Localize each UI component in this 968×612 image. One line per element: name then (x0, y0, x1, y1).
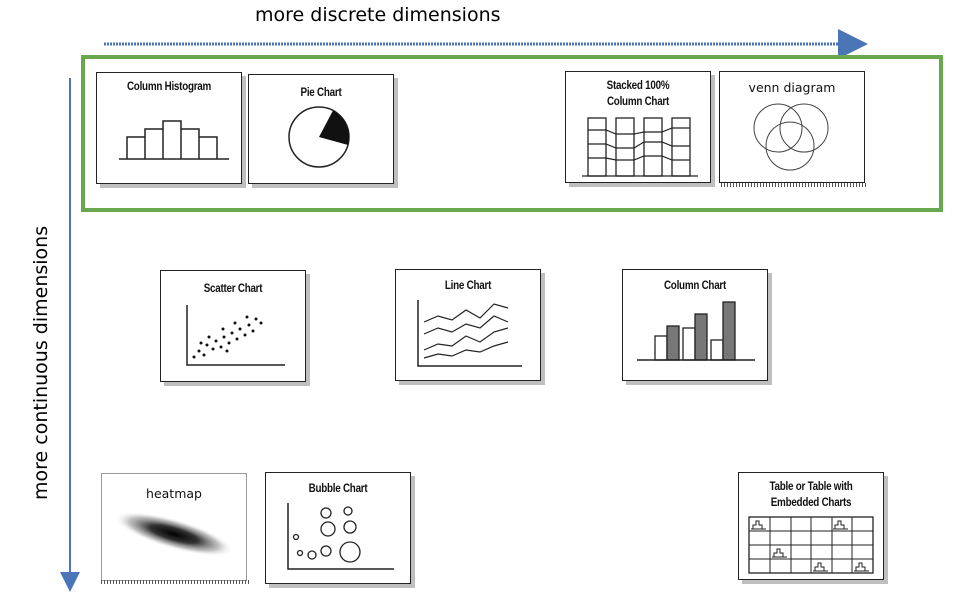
stacked-100-title-line1: Stacked 100% (606, 78, 670, 92)
scatter-chart-icon (186, 305, 285, 366)
discrete-highlight-box (81, 55, 943, 212)
column-chart-icon (637, 301, 755, 361)
stacked-100-title-line2: Column Chart (606, 94, 670, 108)
stacked-100-column-card: Stacked 100% Column Chart (565, 71, 711, 183)
venn-diagram-icon (753, 103, 829, 171)
bubble-chart-title: Bubble Chart (308, 481, 368, 495)
bubble-chart-card: Bubble Chart (265, 472, 411, 584)
heatmap-title: heatmap (146, 486, 202, 501)
bubble-chart-icon (287, 503, 394, 570)
column-histogram-icon (119, 120, 229, 160)
x-axis-label: more discrete dimensions (255, 4, 501, 26)
column-histogram-title: Column Histogram (126, 79, 212, 93)
heatmap-shadow (101, 580, 249, 584)
pie-chart-card: Pie Chart (248, 74, 394, 184)
column-chart-card: Column Chart (622, 269, 768, 381)
line-chart-title: Line Chart (444, 278, 492, 292)
table-embedded-charts-card: Table or Table with Embedded Charts (738, 472, 884, 580)
line-chart-icon (417, 300, 522, 367)
table-embedded-charts-icon (748, 516, 874, 574)
heatmap-icon (114, 511, 234, 557)
heatmap-card: heatmap (101, 473, 247, 581)
table-title-line1: Table or Table with (769, 479, 853, 493)
line-chart-card: Line Chart (395, 269, 541, 381)
venn-diagram-shadow (721, 183, 867, 187)
scatter-chart-card: Scatter Chart (160, 270, 306, 382)
pie-chart-icon (288, 106, 350, 168)
venn-diagram-title: venn diagram (748, 80, 836, 95)
column-histogram-card: Column Histogram (96, 72, 242, 184)
pie-chart-title: Pie Chart (300, 85, 342, 99)
table-title-line2: Embedded Charts (770, 495, 852, 509)
stacked-100-column-icon (582, 117, 698, 177)
column-chart-title: Column Chart (663, 278, 727, 292)
venn-diagram-card: venn diagram (719, 71, 865, 183)
scatter-chart-title: Scatter Chart (203, 281, 263, 295)
